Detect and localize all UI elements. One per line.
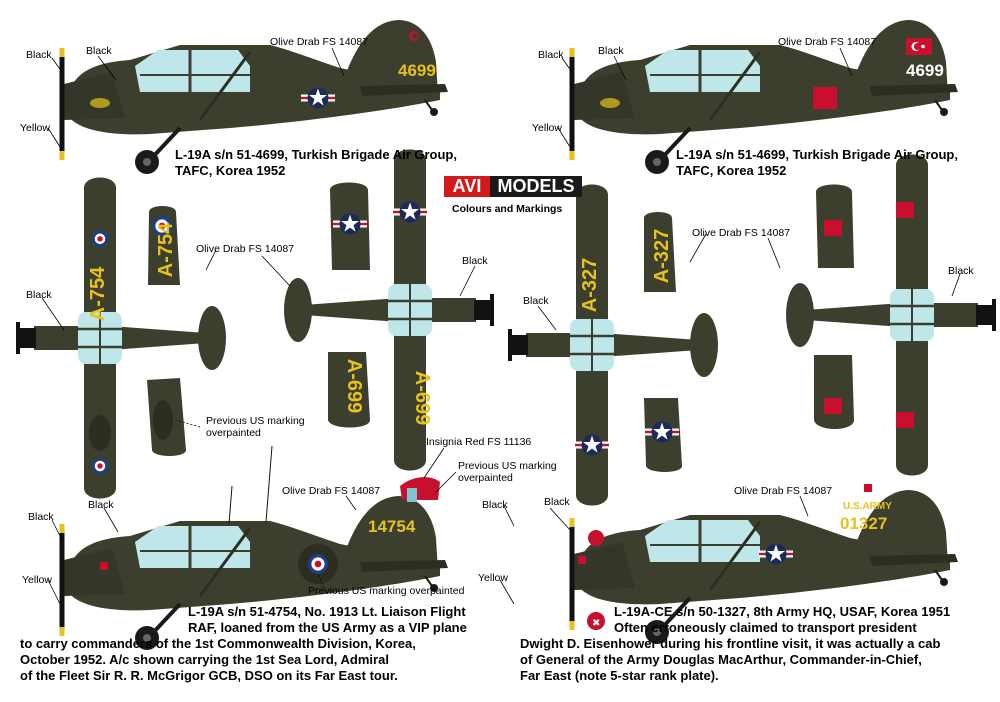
svg-text:Previous US marking: Previous US marking [458,460,557,472]
caption-bottom-left-l4: October 1952. A/c shown carrying the 1st… [20,652,389,667]
svg-text:Black: Black [538,49,564,61]
svg-text:A-327: A-327 [651,229,673,283]
caption-bottom-right-l2: Often erroneously claimed to transport p… [614,620,917,635]
wing-panel-right-upper: A-327 [644,212,676,292]
svg-text:Black: Black [26,289,52,301]
svg-text:Black: Black [88,499,114,511]
planview-left-underside [282,148,496,472]
avi-models-logo: AVI MODELS [444,176,582,197]
svg-text:Olive Drab FS 14087: Olive Drab FS 14087 [282,485,380,497]
svg-text:Black: Black [86,45,112,57]
turkish-flag-icon [906,38,932,55]
svg-text:Olive Drab FS 14087: Olive Drab FS 14087 [778,36,876,48]
svg-text:A-327: A-327 [579,258,601,312]
svg-text:A-699: A-699 [343,359,365,413]
raf-roundel-icon [308,554,328,574]
logo-subtitle: Colours and Markings [452,203,563,215]
logo-models: MODELS [490,176,582,197]
svg-text:Black: Black [482,499,508,511]
caption-bottom-right-l5: Far East (note 5-star rank plate). [520,668,719,683]
profile-bottom-left: 14754 [58,445,450,652]
caption-bottom-left-l3: to carry commanders of the 1st Commonwea… [20,636,416,651]
wing-panel-far-right-lower [814,355,854,429]
svg-text:overpainted: overpainted [206,427,261,439]
caption-bottom-right-l1: L-19A-CE s/n 50-1327, 8th Army HQ, USAF,… [614,604,951,619]
svg-text:Black: Black [948,265,974,277]
caption-top-right: L-19A s/n 51-4699, Turkish Brigade Air G… [676,147,958,178]
svg-text:14754: 14754 [368,517,416,536]
svg-text:Insignia Red FS 11136: Insignia Red FS 11136 [426,436,531,448]
svg-text:Black: Black [544,496,570,508]
underside-markings: A-699 [393,201,433,425]
svg-text:A-699: A-699 [411,371,433,425]
wing-panel-left-upper: A-754 [148,206,180,285]
profile-top-right: 4699 [568,18,960,176]
svg-text:Black: Black [26,49,52,61]
planview-left-top: A-754 [14,176,228,500]
red-square-insignia-icon [813,87,837,109]
svg-text:Black: Black [523,295,549,307]
svg-text:01327: 01327 [840,514,887,533]
svg-text:A-754: A-754 [155,222,177,277]
wing-panel-left-lower [147,378,186,456]
svg-text:Previous US marking overpainte: Previous US marking overpainted [308,585,465,597]
svg-text:✖: ✖ [592,618,600,629]
callout-labels: Black Black Yellow Olive Drab FS 14087 B… [20,36,974,597]
leader-lines [41,47,961,605]
five-star-plate-icon [588,530,604,546]
logo-avi: AVI [444,176,490,197]
svg-text:overpainted: overpainted [458,472,513,484]
caption-bottom-left-l2: RAF, loaned from the US Army as a VIP pl… [188,620,467,635]
svg-text:Yellow: Yellow [22,574,52,586]
svg-text:Black: Black [28,511,54,523]
caption-bottom-right-l3: Dwight D. Eisenhower during his frontlin… [520,636,941,651]
profile-top-left: 4699 [58,18,450,176]
svg-text:Yellow: Yellow [478,572,508,584]
svg-text:Olive Drab FS 14087: Olive Drab FS 14087 [734,485,832,497]
profile-bottom-right: U.S.ARMY 01327 ✖ [568,484,960,646]
caption-bottom-right-l4: of General of the Army Douglas MacArthur… [520,652,922,667]
svg-text:Previous US marking: Previous US marking [206,415,305,427]
svg-text:4699: 4699 [398,61,436,80]
wing-panel-center-lower: A-699 [328,352,370,428]
planview-right-top: A-327 [506,183,720,507]
wing-panel-far-right-upper [816,184,854,268]
svg-text:Black: Black [462,255,488,267]
wing-panel-center-upper [330,182,370,270]
wing-panel-right-lower [644,398,682,472]
svg-text:Olive Drab FS 14087: Olive Drab FS 14087 [270,36,368,48]
caption-bottom-left-l5: of the Fleet Sir R. R. McGrigor GCB, DSO… [20,668,398,683]
caption-bottom-left-l1: L-19A s/n 51-4754, No. 1913 Lt. Liaison … [188,604,466,619]
caption-top-left: L-19A s/n 51-4699, Turkish Brigade Air G… [175,147,457,178]
svg-text:Yellow: Yellow [20,122,50,134]
svg-text:A-754: A-754 [87,266,109,321]
svg-text:Olive Drab FS 14087: Olive Drab FS 14087 [692,227,790,239]
svg-text:U.S.ARMY: U.S.ARMY [843,501,892,512]
svg-text:Olive Drab FS 14087: Olive Drab FS 14087 [196,243,294,255]
svg-text:Yellow: Yellow [532,122,562,134]
svg-text:4699: 4699 [906,61,944,80]
svg-text:Black: Black [598,45,624,57]
